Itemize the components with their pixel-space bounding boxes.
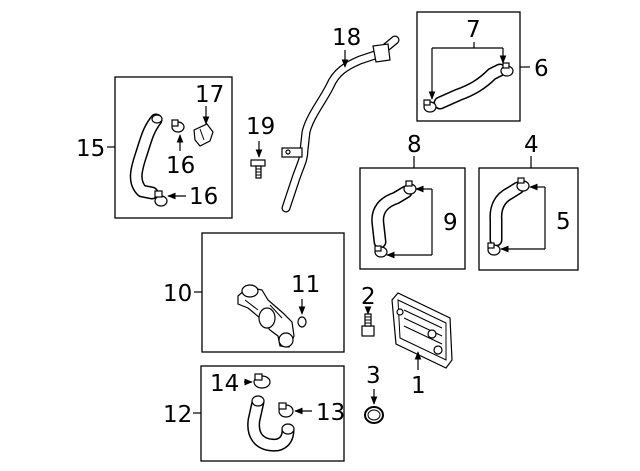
callout-3: 3 <box>366 363 381 389</box>
callout-14: 14 <box>210 371 239 397</box>
callout-7: 7 <box>466 17 481 43</box>
callout-19: 19 <box>246 114 275 140</box>
bolt-2 <box>361 306 375 337</box>
callout-2: 2 <box>361 284 376 310</box>
water-outlet-10 <box>237 284 295 348</box>
hose-4 <box>487 177 530 256</box>
clamp-14 <box>244 373 271 389</box>
group-15-box <box>107 76 233 219</box>
o-ring-3 <box>364 389 384 424</box>
leader-5 <box>500 183 546 253</box>
group-6-box <box>416 11 530 122</box>
callout-1: 1 <box>411 373 426 399</box>
clamp-16-upper <box>171 119 185 151</box>
callout-4: 4 <box>524 132 539 158</box>
group-4-box <box>478 156 579 271</box>
callout-10: 10 <box>163 281 192 307</box>
oil-cooler-1 <box>391 292 453 370</box>
clamp-16-lower <box>154 190 186 207</box>
bracket-17 <box>193 106 214 147</box>
callout-6: 6 <box>534 56 549 82</box>
callout-17: 17 <box>195 82 224 108</box>
hose-8 <box>371 180 417 258</box>
callout-16-upper: 16 <box>166 153 195 179</box>
callout-9: 9 <box>443 210 458 236</box>
pipe-18 <box>281 35 400 213</box>
callout-18: 18 <box>332 25 361 51</box>
group-8-box <box>359 156 466 270</box>
group-12-box <box>193 365 345 462</box>
callout-16-lower: 16 <box>189 184 218 210</box>
leader-7 <box>428 42 507 100</box>
leader-9 <box>386 185 433 259</box>
bolt-19 <box>250 141 266 179</box>
group-10-box <box>194 232 345 353</box>
callout-11: 11 <box>291 272 320 298</box>
hose-6 <box>423 62 514 113</box>
callout-12: 12 <box>163 402 192 428</box>
clamp-13 <box>278 402 312 418</box>
hose-15 <box>129 113 163 200</box>
callout-8: 8 <box>407 132 422 158</box>
hose-12 <box>247 395 295 452</box>
callout-13: 13 <box>316 400 345 426</box>
o-ring-11 <box>297 299 307 328</box>
callout-15: 15 <box>76 136 105 162</box>
callout-5: 5 <box>556 209 571 235</box>
